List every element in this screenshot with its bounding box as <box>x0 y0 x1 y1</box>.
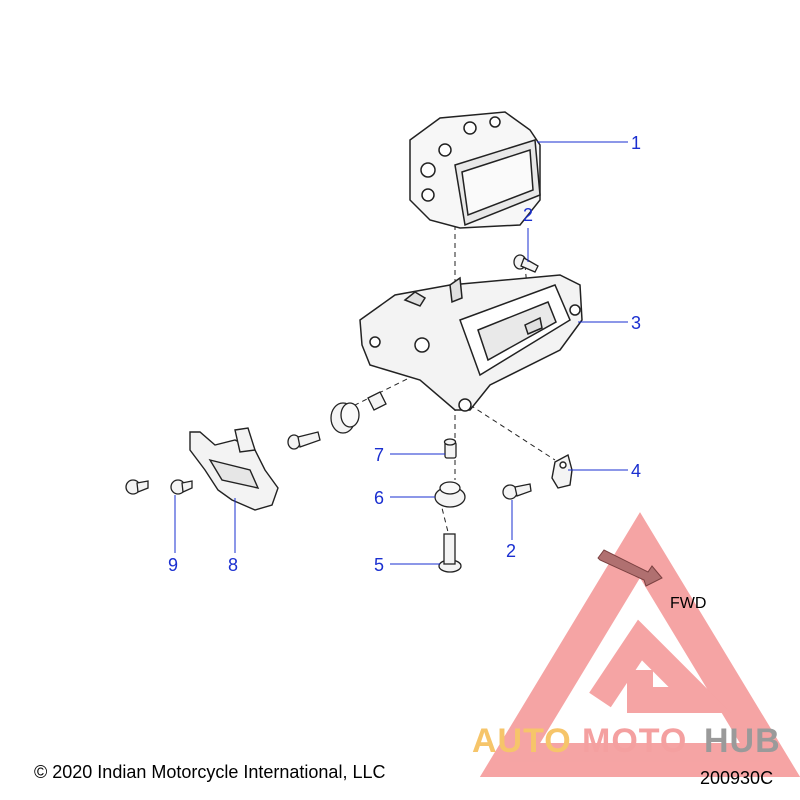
cover-bracket-part <box>189 427 279 511</box>
bolt-part-lower <box>502 483 532 500</box>
watermark-hub: HUB <box>704 722 781 760</box>
callout-3: 3 <box>631 313 642 333</box>
callout-1: 1 <box>631 133 642 153</box>
long-bolt-part <box>438 533 462 573</box>
callout-7: 7 <box>374 445 385 465</box>
small-bolts-part <box>125 479 193 495</box>
callout-9: 9 <box>168 555 179 575</box>
abs-module-part <box>409 111 541 229</box>
copyright-text: © 2020 Indian Motorcycle International, … <box>34 762 386 782</box>
watermark-moto: MOTO <box>582 722 688 760</box>
left-grommet-set <box>287 391 387 450</box>
leader-lines <box>174 141 628 565</box>
callout-2-lower: 2 <box>506 541 517 561</box>
fwd-arrow <box>597 549 663 587</box>
mounting-bracket-part <box>359 274 583 412</box>
bolt-part-upper <box>513 254 539 273</box>
grommet-part <box>434 481 466 508</box>
callout-8: 8 <box>228 555 239 575</box>
callout-4: 4 <box>631 461 642 481</box>
document-number: 200930C <box>700 768 774 788</box>
watermark-auto: AUTO <box>472 722 572 760</box>
callout-2-upper: 2 <box>523 205 534 225</box>
clip-part <box>551 453 573 489</box>
callout-6: 6 <box>374 488 385 508</box>
fwd-label: FWD <box>670 595 707 612</box>
callout-5: 5 <box>374 555 385 575</box>
watermark-triangle <box>479 512 800 777</box>
spacer-part <box>443 438 457 459</box>
